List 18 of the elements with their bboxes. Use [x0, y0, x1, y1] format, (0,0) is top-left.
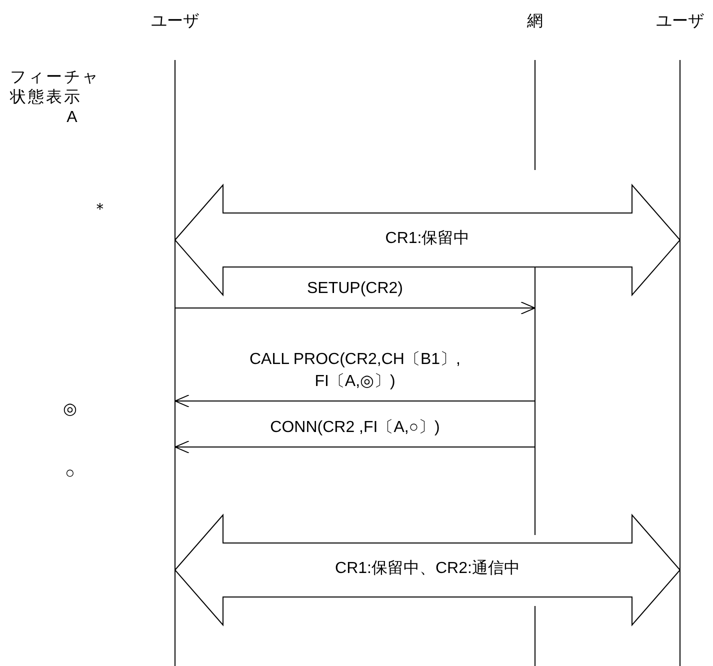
state-symbol: A [66, 108, 78, 128]
participant-label: ユーザ [655, 12, 705, 32]
message-label: CONN(CR2 ,FI〔A,○〕) [269, 418, 441, 438]
state-column-heading: フィーチャ状態表示 [10, 68, 101, 108]
message-arrow [174, 440, 536, 454]
message-label: CALL PROC(CR2,CH〔B1〕, FI〔A,◎〕) [248, 350, 462, 392]
double-block-arrow [174, 184, 681, 296]
state-label: CR1:保留中、CR2:通信中 [334, 559, 521, 579]
message-arrow [174, 394, 536, 408]
participant-label: ユーザ [150, 12, 200, 32]
message-label: SETUP(CR2) [306, 279, 404, 299]
participant-label: 網 [526, 12, 544, 32]
state-symbol: ◎ [62, 400, 78, 420]
state-label: CR1:保留中 [384, 229, 471, 249]
state-symbol: ＊ [91, 200, 109, 220]
double-block-arrow [174, 514, 681, 626]
message-arrow [174, 302, 536, 314]
state-symbol: ○ [64, 464, 76, 484]
